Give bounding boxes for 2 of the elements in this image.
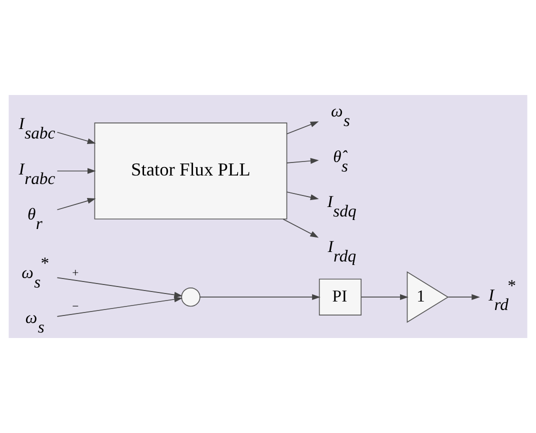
edge-label: −: [72, 300, 79, 313]
edge-label: +: [72, 266, 79, 280]
